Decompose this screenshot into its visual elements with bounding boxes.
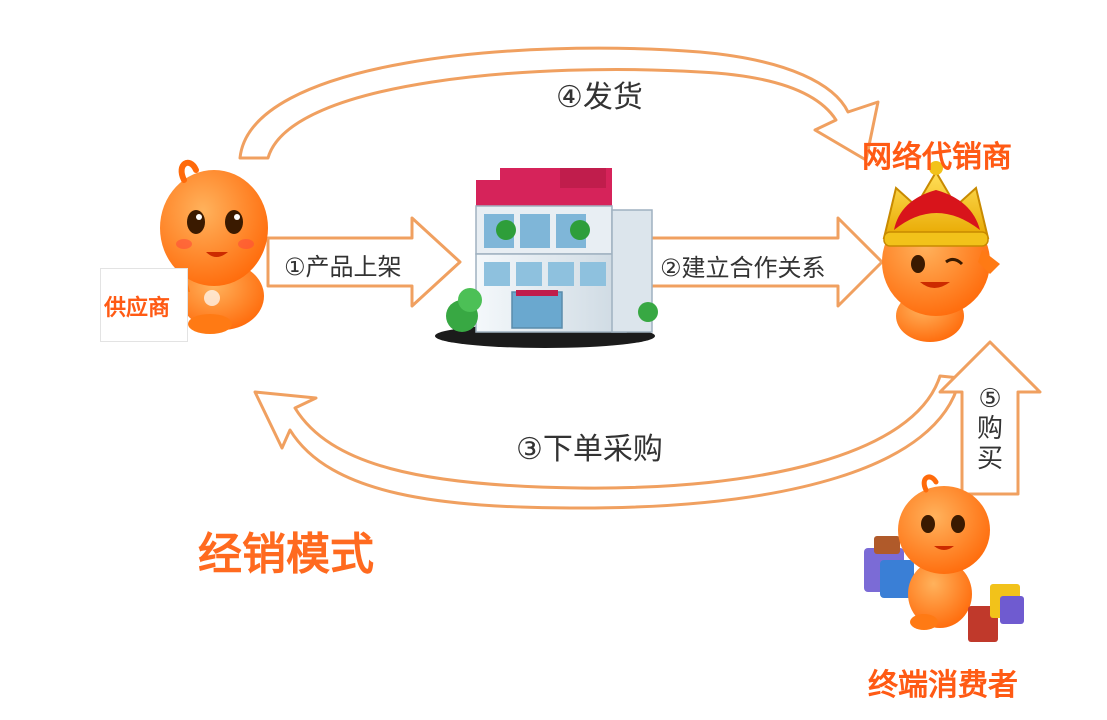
partnership-arrow xyxy=(648,216,884,308)
consumer-label: 终端消费者 xyxy=(868,668,1018,703)
store-building-icon xyxy=(435,168,658,348)
step1-listing-label: ①产品上架 xyxy=(284,253,402,281)
ship-arc-arrow xyxy=(238,46,880,162)
distributor-label: 网络代销商 xyxy=(862,140,1012,175)
shopping-mascot-icon xyxy=(864,474,1024,642)
step2-partnership-label: ②建立合作关系 xyxy=(660,254,826,282)
step3-purchase-label: ③下单采购 xyxy=(516,432,663,467)
step5-buy-label: ⑤ 购 买 xyxy=(964,384,1016,474)
crowned-mascot-icon xyxy=(882,161,1000,342)
purchase-arc-arrow xyxy=(253,374,962,510)
supplier-mascot-icon xyxy=(140,159,268,334)
listing-arrow xyxy=(266,216,462,308)
supplier-label: 供应商 xyxy=(104,296,171,321)
step5-number: ⑤ xyxy=(978,384,1002,414)
step5-char-1: 购 xyxy=(976,414,1003,444)
diagram-title: 经销模式 xyxy=(198,529,374,580)
buy-arrow xyxy=(938,340,1042,496)
step5-char-2: 买 xyxy=(976,444,1003,474)
step4-ship-label: ④发货 xyxy=(556,80,643,115)
supplier-label-card xyxy=(100,268,188,342)
